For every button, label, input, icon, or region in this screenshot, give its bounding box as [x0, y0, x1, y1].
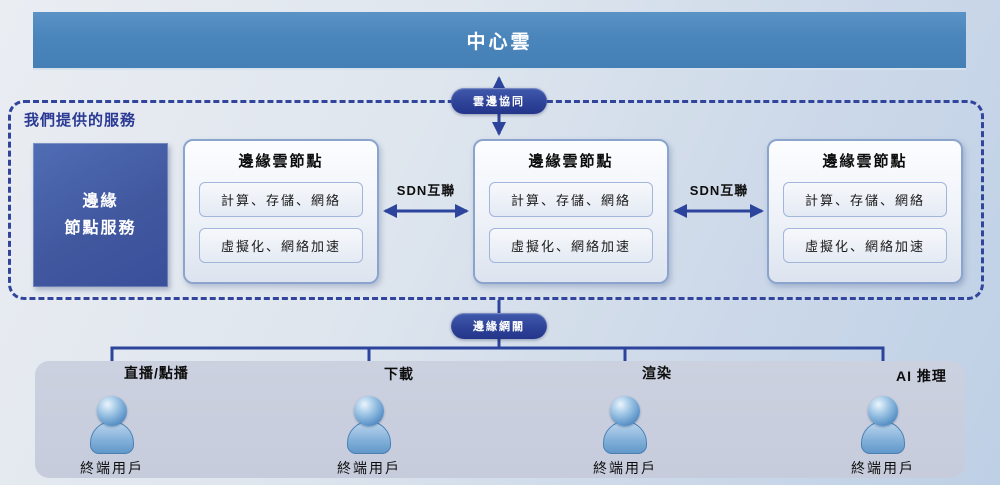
node-capability-row: 虛擬化、網絡加速: [489, 228, 653, 263]
use-case-label-rendering: 渲染: [642, 365, 672, 381]
edge-cloud-node-card-3: 邊緣雲節點 計算、存儲、網絡 虛擬化、網絡加速: [767, 139, 963, 284]
node-capability-row: 計算、存儲、網絡: [489, 182, 653, 217]
use-case-label-download: 下載: [384, 366, 414, 382]
edge-cloud-node-card-1: 邊緣雲節點 計算、存儲、網絡 虛擬化、網絡加速: [183, 139, 379, 284]
user-icon-body: [861, 421, 905, 454]
end-user-group: 終端用戶: [570, 396, 680, 478]
cloud-edge-collaboration-label: 雲邊協同: [473, 96, 525, 108]
node-capability-row: 計算、存儲、網絡: [199, 182, 363, 217]
node-capability-row: 虛擬化、網絡加速: [199, 228, 363, 263]
user-icon-head: [610, 396, 640, 426]
user-icon: [860, 396, 906, 454]
sdn-link-label-2: SDN互聯: [689, 183, 749, 198]
end-users-band: [35, 361, 965, 478]
use-case-label-live-vod: 直播/點播: [124, 365, 189, 381]
edge-node-services-box: 邊緣 節點服務: [33, 143, 168, 287]
user-icon-body: [90, 421, 134, 454]
end-user-label: 終端用戶: [593, 460, 657, 476]
user-icon-head: [868, 396, 898, 426]
edge-cloud-node-title: 邊緣雲節點: [238, 153, 324, 170]
user-icon: [602, 396, 648, 454]
node-capability-row: 虛擬化、網絡加速: [783, 228, 947, 263]
edge-cloud-node-title: 邊緣雲節點: [822, 153, 908, 170]
edge-cloud-node-card-2: 邊緣雲節點 計算、存儲、網絡 虛擬化、網絡加速: [473, 139, 669, 284]
user-icon: [346, 396, 392, 454]
central-cloud-bar: 中心雲: [33, 12, 966, 70]
end-user-group: 終端用戶: [828, 396, 938, 478]
end-user-label: 終端用戶: [851, 460, 915, 476]
sdn-link-label-1: SDN互聯: [396, 183, 456, 198]
edge-cloud-node-title: 邊緣雲節點: [528, 153, 614, 170]
user-icon: [89, 396, 135, 454]
edge-gateway-label: 邊緣網關: [473, 321, 525, 333]
edge-gateway-badge: 邊緣網關: [451, 313, 547, 339]
end-user-group: 終端用戶: [314, 396, 424, 478]
cloud-edge-collaboration-badge: 雲邊協同: [451, 88, 547, 114]
node-capability-row: 計算、存儲、網絡: [783, 182, 947, 217]
edge-node-services-line2: 節點服務: [64, 220, 137, 237]
user-icon-head: [354, 396, 384, 426]
end-user-group: 終端用戶: [57, 396, 167, 478]
user-icon-head: [97, 396, 127, 426]
edge-node-services-line1: 邊緣: [82, 192, 119, 210]
use-case-label-ai-inference: AI 推理: [896, 368, 947, 384]
end-user-label: 終端用戶: [337, 460, 401, 476]
services-region-title: 我們提供的服務: [24, 112, 137, 129]
end-user-label: 終端用戶: [80, 460, 144, 476]
central-cloud-label: 中心雲: [466, 31, 533, 53]
